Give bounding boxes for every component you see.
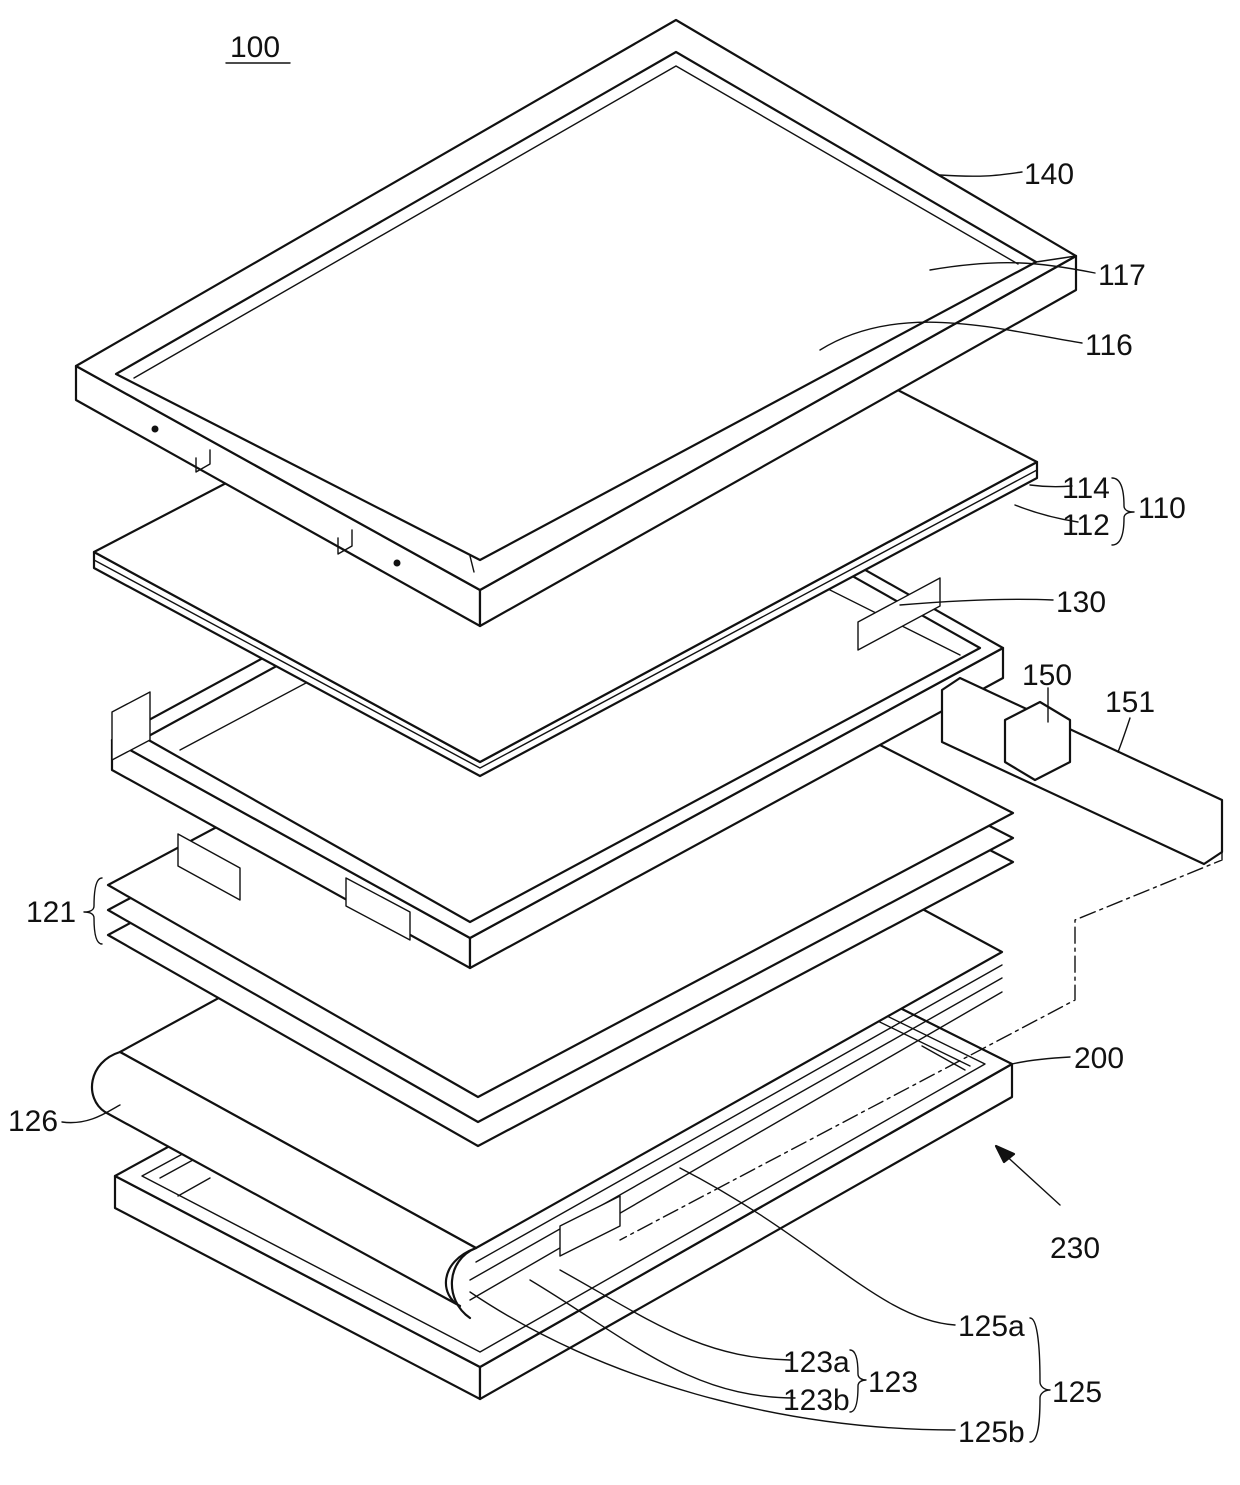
label-150: 150: [1022, 659, 1072, 692]
figure-number: 100: [226, 31, 290, 64]
figure-number-text: 100: [230, 31, 280, 64]
label-126: 126: [8, 1105, 58, 1138]
label-125a: 125a: [958, 1310, 1025, 1343]
label-123b: 123b: [783, 1384, 850, 1417]
label-114: 114: [1062, 472, 1110, 505]
label-123a: 123a: [783, 1346, 850, 1379]
label-125b: 125b: [958, 1416, 1025, 1449]
label-110: 110: [1138, 492, 1186, 525]
label-117: 117: [1098, 259, 1146, 292]
label-121: 121: [26, 896, 76, 929]
label-151: 151: [1105, 686, 1155, 719]
label-123: 123: [868, 1366, 918, 1399]
label-200: 200: [1074, 1042, 1124, 1075]
label-140: 140: [1024, 158, 1074, 191]
label-116: 116: [1085, 329, 1133, 362]
label-230: 230: [1050, 1232, 1100, 1265]
label-112: 112: [1062, 509, 1110, 542]
label-130: 130: [1056, 586, 1106, 619]
label-125: 125: [1052, 1376, 1102, 1409]
